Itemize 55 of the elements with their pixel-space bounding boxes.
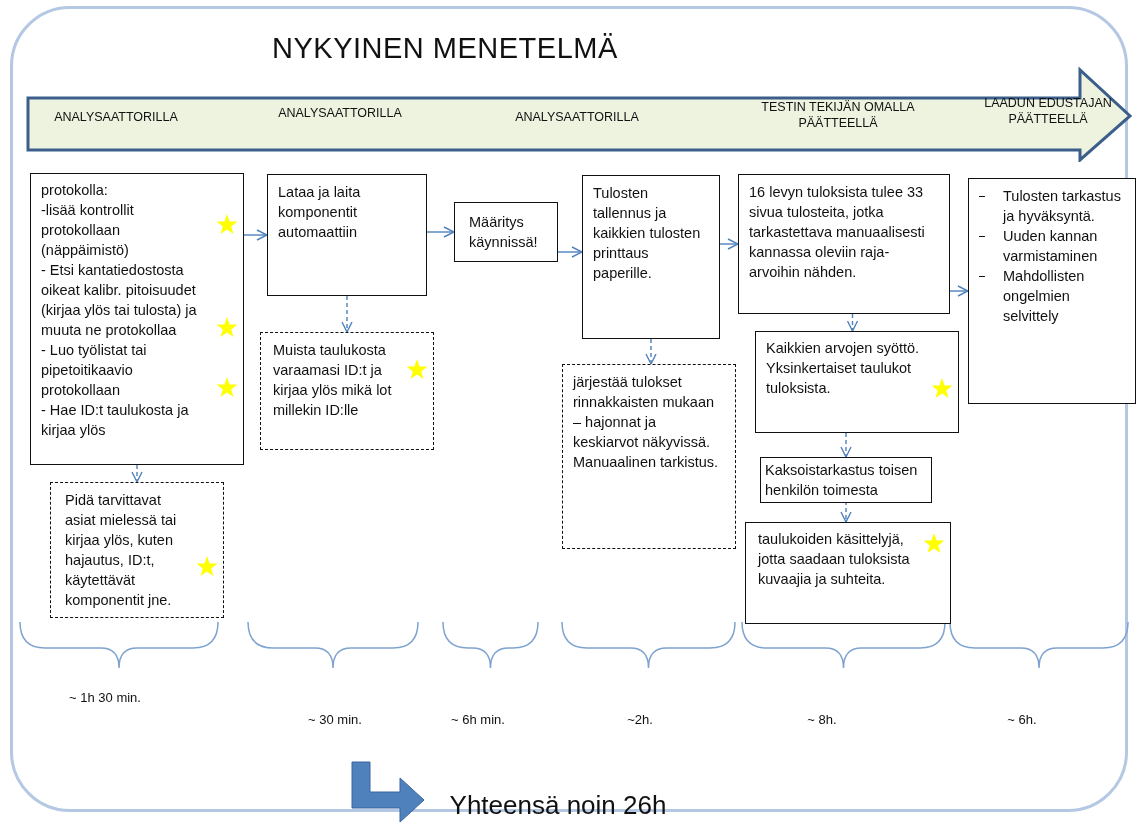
process-box [745, 522, 951, 624]
phase-label: ANALYSAATTORILLA [277, 106, 403, 122]
box-text: Kaksoistarkastus toisen henkilön toimesta [765, 461, 919, 500]
duration-label: ~ 6h min. [451, 712, 505, 727]
banner-arrow [26, 66, 1134, 162]
arrow [341, 295, 353, 333]
phase-label: ANALYSAATTORILLA [514, 110, 640, 126]
box-text: Tulosten tarkastus ja hyväksyntä. [1003, 187, 1122, 226]
process-box [454, 202, 558, 262]
duration-label: ~ 8h. [807, 712, 837, 727]
box-text: Määritys käynnissä! [469, 213, 539, 252]
arrow [426, 226, 455, 238]
note-box [562, 364, 736, 549]
process-box [582, 175, 720, 339]
note-box [50, 482, 224, 618]
box-text: 16 levyn tuloksista tulee 33 sivua tulosteita, jotka tarkastettava manuaalisesti kannassa oleviin raja-arvoihin nähden. [749, 183, 926, 282]
box-text: - Etsi kantatiedostosta oikeat kalibr. pitoisuudet (kirjaa ylös tai tulosta) ja muuta ne protokollaa [41, 261, 198, 340]
box-text: Lataa ja laita komponentit automaattiin [278, 183, 362, 242]
duration-label: ~ 6h. [1007, 712, 1037, 727]
arrow [840, 500, 852, 523]
box-text: järjestää tulokset rinnakkaisten mukaan – hajonnat ja keskiarvot näkyvissä. Manuaalinen tarkistus. [573, 373, 720, 472]
arrow [645, 338, 657, 365]
phase-label: ANALYSAATTORILLA [53, 110, 179, 126]
process-box [30, 173, 244, 465]
duration-label: ~2h. [627, 712, 653, 727]
arrow [719, 238, 739, 250]
box-text: taulukoiden käsittelyjä, jotta saadaan tuloksista kuvaajia ja suhteita. [758, 530, 911, 589]
arrow [557, 246, 583, 258]
process-box [267, 174, 427, 296]
box-text: Mahdollisten ongelmien selvittely [1003, 267, 1086, 326]
box-text: -lisää kontrollit protokollaan (näppäimistö) [41, 201, 135, 260]
process-box [968, 178, 1136, 404]
diagram-title: NYKYINEN MENETELMÄ [272, 32, 618, 65]
duration-label: ~ 1h 30 min. [69, 690, 141, 705]
box-text: Uuden kannan varmistaminen [1003, 227, 1099, 266]
box-text: protokolla: [41, 181, 109, 200]
process-box [738, 174, 950, 314]
box-text: Tulosten tallennus ja kaikkien tulosten printtaus paperille. [593, 184, 702, 283]
box-text: - Hae ID:t taulukosta ja kirjaa ylös [41, 401, 190, 440]
arrow [949, 285, 969, 297]
process-box [760, 457, 932, 503]
duration-label: ~ 30 min. [308, 712, 362, 727]
arrow [243, 229, 268, 241]
box-text: Muista taulukosta varaamasi ID:t ja kirjaa ylös mikä lot millekin ID:lle [273, 341, 393, 420]
phase-label: LAADUN EDUSTAJAN PÄÄTTEELLÄ [983, 96, 1113, 128]
note-box [260, 332, 434, 450]
arrow [131, 464, 143, 483]
arrow [846, 313, 859, 332]
process-box [755, 331, 959, 433]
box-text: Pidä tarvittavat asiat mielessä tai kirjaa ylös, kuten hajautus, ID:t, käytettävät komponentit jne. [65, 491, 178, 610]
arrow [840, 432, 852, 458]
box-text: - Luo työlistat tai pipetoitikaavio protokollaan [41, 341, 148, 400]
box-text: Kaikkien arvojen syöttö. Yksinkertaiset taulukot tuloksista. [766, 339, 921, 398]
phase-label: TESTIN TEKIJÄN OMALLA PÄÄTTEELLÄ [760, 100, 916, 132]
total-label: Yhteensä noin 26h [449, 790, 667, 821]
